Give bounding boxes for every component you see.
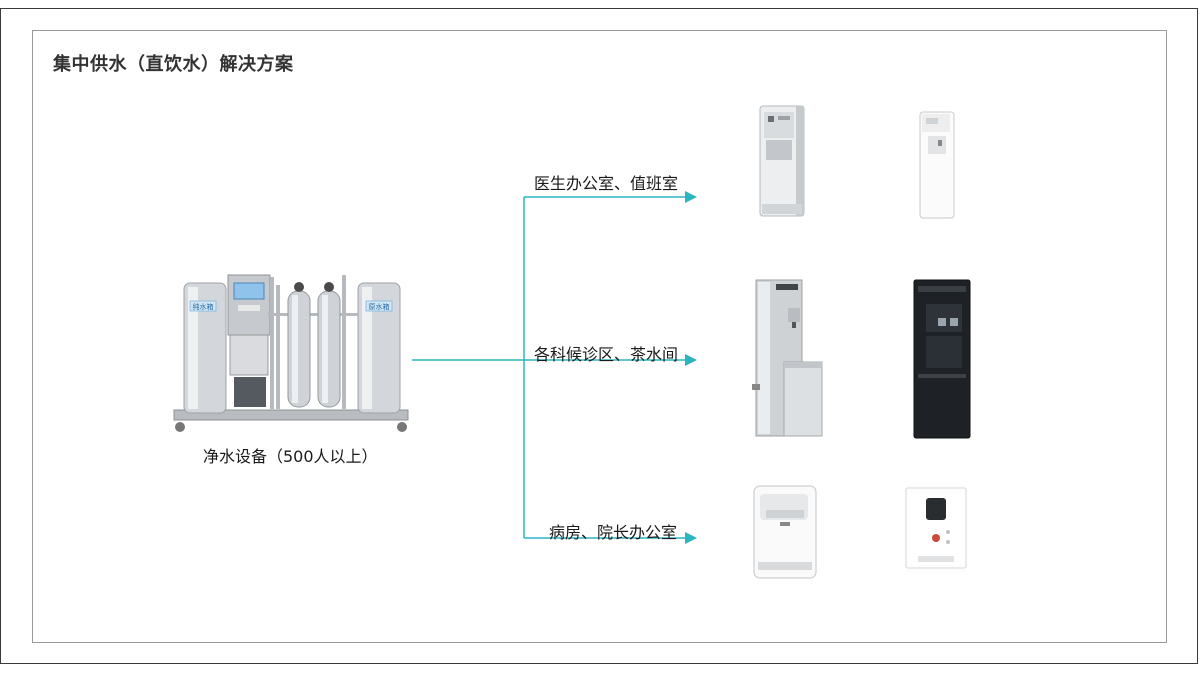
slim-dispenser-icon <box>919 111 955 219</box>
branch-label-ward: 病房、院长办公室 <box>549 523 678 542</box>
branch-label-waiting-area: 各科候诊区、茶水间 <box>534 345 679 364</box>
wall-dispenser-icon <box>753 485 817 579</box>
black-water-boiler-icon <box>913 279 971 439</box>
wall-purifier-icon <box>905 487 967 569</box>
tank-right-label: 原水箱 <box>369 302 390 311</box>
vertical-dispenser-icon <box>759 105 805 217</box>
page-title: 集中供水（直饮水）解决方案 <box>53 54 294 75</box>
equipment-label: 净水设备（500人以上） <box>203 447 378 466</box>
diagram-panel <box>32 30 1167 643</box>
outer-frame <box>0 8 1198 664</box>
tank-left-label: 纯水箱 <box>193 302 214 311</box>
steel-water-boiler-icon <box>752 279 823 437</box>
water-purification-equipment-icon: 纯水箱 原水箱 <box>173 274 409 432</box>
branch-label-office: 医生办公室、值班室 <box>534 174 679 193</box>
